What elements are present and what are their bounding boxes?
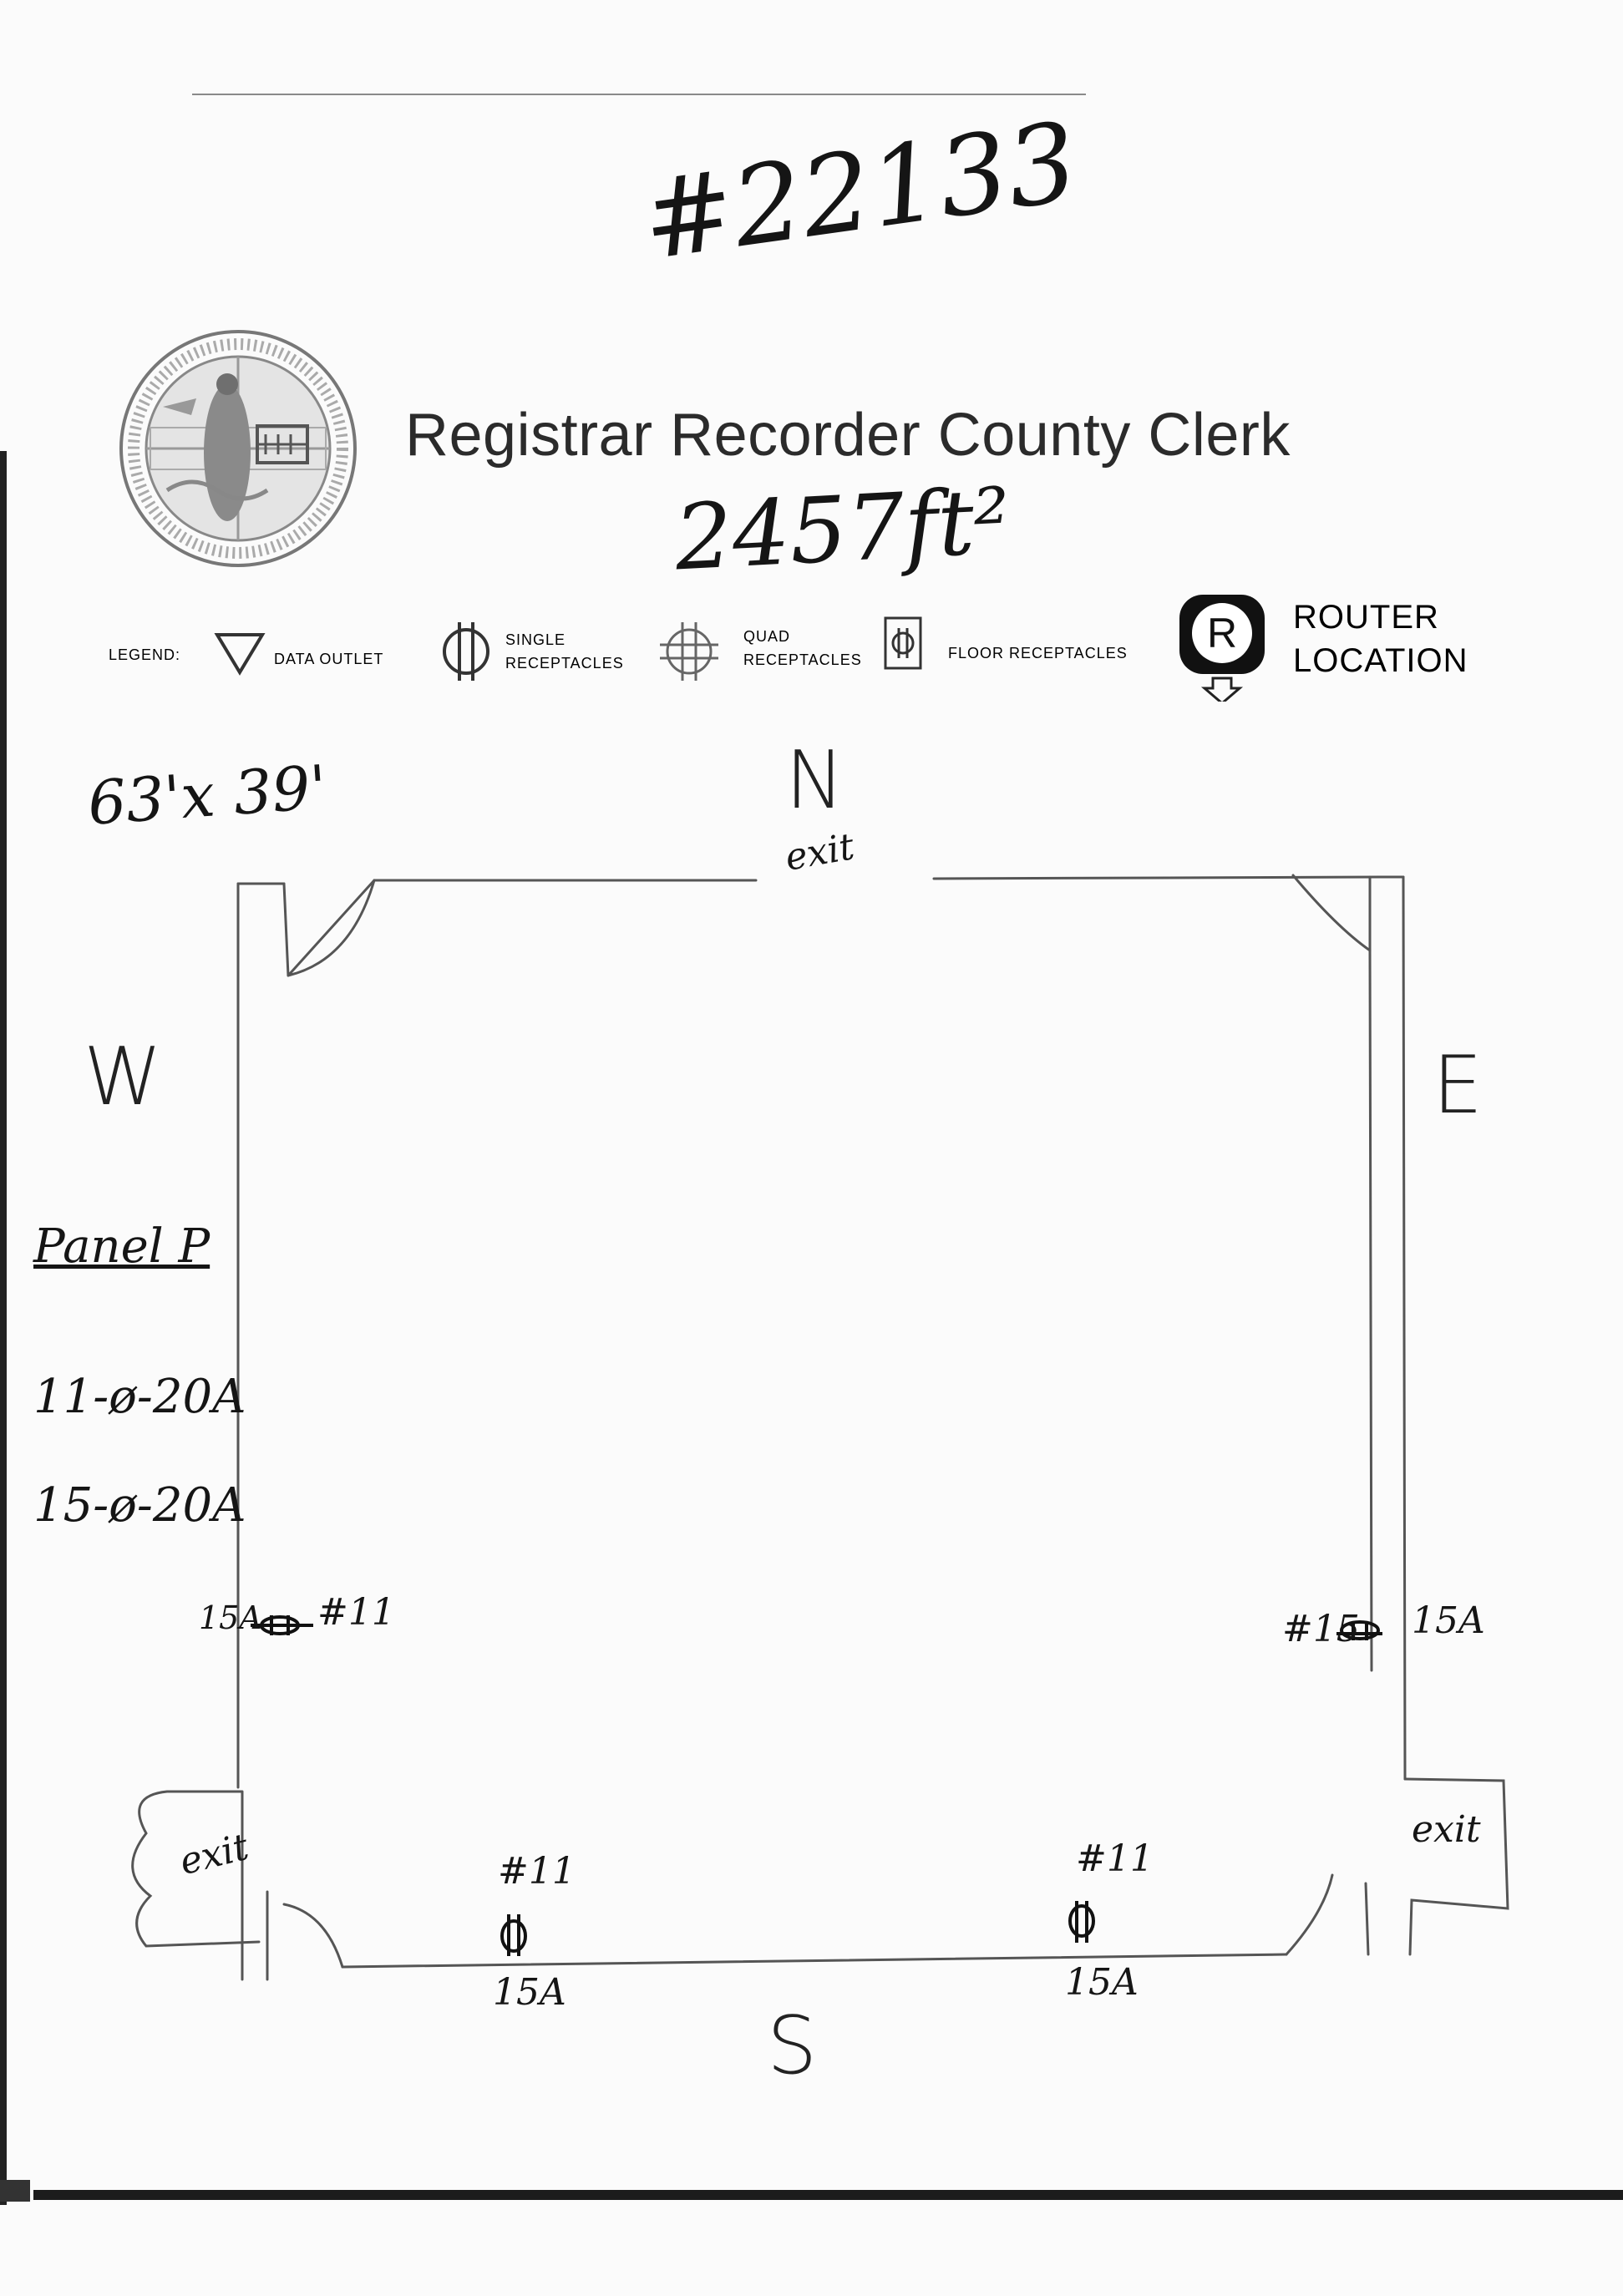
legend-label: LEGEND:	[109, 646, 180, 663]
single-receptacle-icon	[443, 622, 489, 681]
north-wall	[236, 875, 1384, 885]
outlet-south-left	[500, 1914, 527, 1956]
outlet-south-right-rating: 15A	[1065, 1961, 1139, 2004]
outlet-west-wall	[251, 1615, 313, 1635]
outlet-south-left-rating: 15A	[493, 1971, 566, 2014]
floor-receptacle-icon	[884, 616, 922, 670]
organization-title: Registrar Recorder County Clerk	[405, 402, 1291, 469]
compass-east: E	[1433, 1040, 1484, 1132]
outlet-west-rating: 15A	[199, 1599, 262, 1636]
router-label-1: ROUTER	[1293, 599, 1439, 636]
outlet-east-wall	[1336, 1620, 1382, 1640]
compass-south: S	[767, 2000, 818, 2092]
compass-north: N	[785, 735, 845, 827]
scan-edge-bottom	[33, 2190, 1623, 2200]
panel-circuit-line-1: 11-ø-20A	[33, 1370, 246, 1424]
outlet-south-right-circuit: #11	[1076, 1837, 1154, 1880]
door-southwest-swing	[282, 1903, 344, 1969]
door-northeast	[1291, 874, 1405, 954]
outlet-west-circuit: #11	[317, 1591, 395, 1634]
quad-receptacle-icon	[660, 622, 718, 681]
router-symbol: R	[1207, 610, 1237, 656]
legend-floor-label: FLOOR RECEPTACLES	[948, 645, 1128, 661]
triangle-down-icon	[214, 633, 266, 676]
exit-southwest	[131, 1790, 269, 1981]
compass-west: W	[84, 1031, 162, 1123]
outlet-east-rating: 15A	[1412, 1599, 1485, 1642]
door-southeast	[1285, 1873, 1370, 1956]
legend-data-outlet-label: DATA OUTLET	[274, 651, 383, 667]
exit-southeast-label: exit	[1412, 1808, 1481, 1851]
legend-single-label-1: SINGLE	[505, 631, 566, 648]
router-location-icon	[1179, 595, 1265, 702]
outlet-south-right	[1068, 1901, 1095, 1943]
door-northwest	[282, 879, 376, 977]
scan-corner	[0, 2180, 30, 2202]
south-wall	[341, 1953, 1288, 1969]
router-label-2: LOCATION	[1293, 642, 1468, 679]
east-wall	[1368, 875, 1407, 1781]
outlet-south-left-circuit: #11	[498, 1850, 576, 1893]
top-rule-line	[192, 94, 1086, 95]
panel-circuit-line-2: 15-ø-20A	[33, 1478, 246, 1533]
exit-southeast	[1403, 1777, 1509, 1956]
legend-quad-label-1: QUAD	[743, 628, 790, 645]
legend-single-label-2: RECEPTACLES	[505, 655, 624, 672]
legend-quad-label-2: RECEPTACLES	[743, 651, 862, 668]
scan-edge-left	[0, 451, 7, 2205]
county-seal-logo	[119, 330, 357, 567]
legend: LEGEND: DATA OUTLET SINGLE RECEPTACLES Q…	[109, 595, 1468, 702]
outlet-east-circuit: #15	[1282, 1608, 1360, 1650]
panel-title: Panel P	[33, 1219, 210, 1274]
